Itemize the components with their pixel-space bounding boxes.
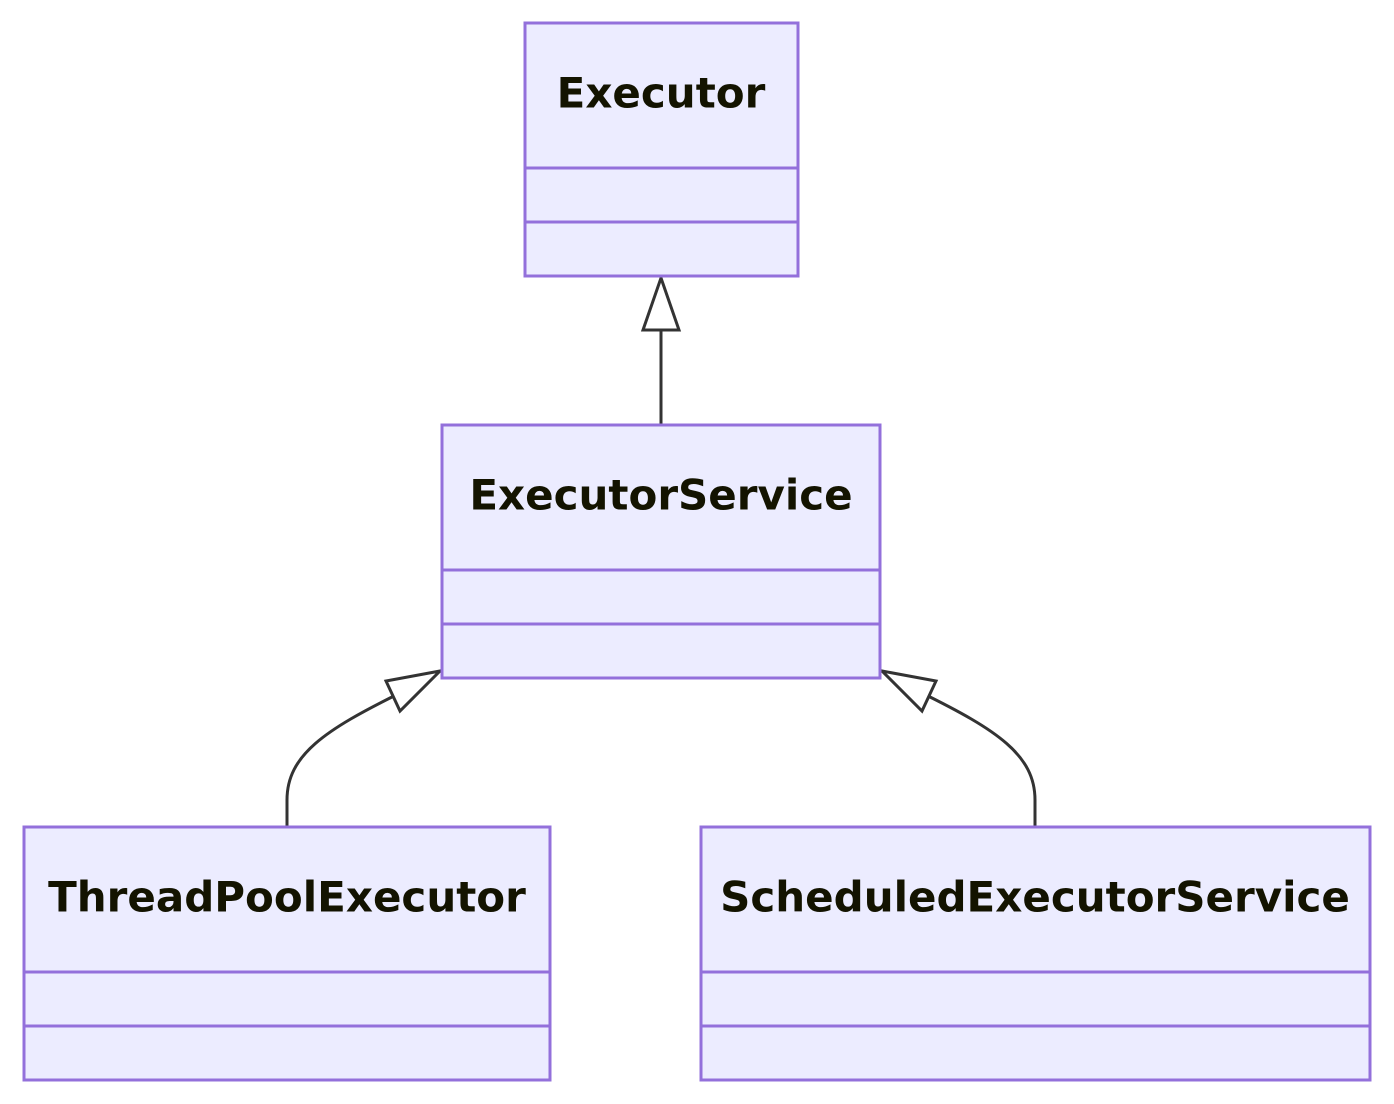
- class-name-scheduledexecutorservice: ScheduledExecutorService: [720, 873, 1350, 922]
- class-name-executor: Executor: [557, 69, 766, 118]
- class-box-executor: Executor: [523, 21, 800, 278]
- class-box-threadpoolexecutor: ThreadPoolExecutor: [22, 825, 552, 1082]
- edge-threadpoolexecutor-to-executorservice: [285, 691, 401, 827]
- inheritance-arrowhead-executorservice-right: [877, 668, 939, 714]
- class-box-threadpoolexecutor-frame: [22, 825, 552, 1082]
- class-box-executor-frame: [523, 21, 800, 278]
- class-name-threadpoolexecutor: ThreadPoolExecutor: [48, 873, 526, 922]
- inheritance-arrowhead-executorservice-left: [383, 668, 445, 714]
- class-box-scheduledexecutorservice-frame: [699, 825, 1372, 1082]
- inheritance-arrowhead-executor: [640, 273, 682, 332]
- class-box-executorservice: ExecutorService: [440, 423, 882, 680]
- edges: [285, 330, 1037, 827]
- class-name-executorservice: ExecutorService: [469, 471, 852, 520]
- class-box-scheduledexecutorservice: ScheduledExecutorService: [699, 825, 1372, 1082]
- edge-scheduledexecutorservice-to-executorservice: [921, 691, 1037, 827]
- class-box-executorservice-frame: [440, 423, 882, 680]
- arrowheads: [383, 273, 939, 714]
